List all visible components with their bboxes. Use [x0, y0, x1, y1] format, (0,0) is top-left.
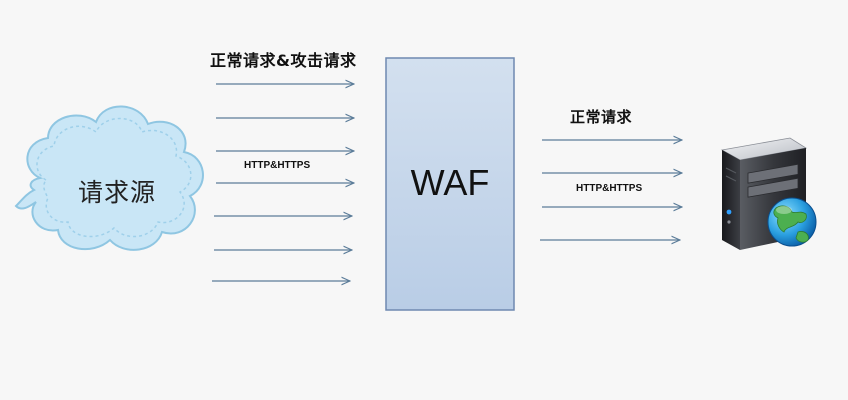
request-source-label: 请求源 — [78, 178, 157, 207]
server-globe-icon — [720, 137, 817, 250]
waf-box — [385, 57, 515, 311]
outgoing-arrows — [540, 140, 682, 240]
incoming-arrows — [212, 84, 354, 281]
request-source-cloud — [14, 105, 204, 251]
outgoing-protocol-label: HTTP&HTTPS — [576, 183, 643, 194]
outgoing-traffic-label: 正常请求 — [570, 108, 633, 126]
incoming-protocol-label: HTTP&HTTPS — [244, 160, 311, 171]
waf-label: WAF — [410, 162, 490, 203]
incoming-traffic-label: 正常请求&攻击请求 — [210, 51, 357, 70]
